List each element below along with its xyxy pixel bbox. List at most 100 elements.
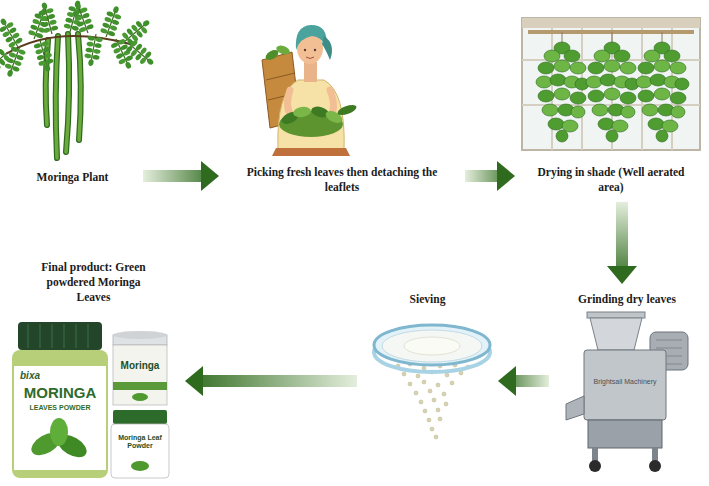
particle: [422, 366, 426, 370]
leg: [592, 448, 598, 462]
leaf-pinna: [83, 33, 104, 68]
process-step: Moringa Plant: [5, 5, 140, 193]
particle: [428, 389, 432, 393]
eye: [304, 49, 306, 51]
machine-body: [584, 350, 666, 420]
mouth: [306, 57, 314, 59]
watermark: Brightsail Machinery: [584, 378, 666, 386]
products: [12, 322, 169, 478]
headscarf-tail: [322, 36, 332, 60]
blouse: [278, 80, 344, 150]
particle: [430, 427, 434, 431]
arrow-head: [607, 266, 637, 284]
arrow-shaft: [616, 202, 628, 268]
woman-picking: [262, 25, 358, 156]
machine-base: [588, 420, 662, 448]
drumstick-pod: [56, 36, 58, 158]
arrow-shaft: [465, 170, 499, 182]
particle: [402, 372, 406, 376]
leaf-pinna: [99, 4, 124, 40]
neck: [304, 62, 317, 82]
leaf-pinna: [36, 1, 59, 36]
arrow-shaft: [514, 375, 549, 387]
outlet-spout: [566, 396, 584, 420]
leaf: [50, 418, 68, 446]
hanging-rod: [528, 30, 694, 34]
particle: [419, 400, 423, 404]
flow-arrow: [143, 161, 219, 191]
jar-label: [14, 366, 106, 470]
process-step: Sieving: [360, 287, 495, 447]
grinder-machine: [566, 312, 688, 472]
drying-room: [522, 18, 700, 150]
leg: [652, 448, 658, 462]
window-mullions: [522, 28, 700, 150]
particle: [432, 398, 436, 402]
product-label: Moringa Leaf Powder: [112, 434, 168, 450]
small-jar-body: [111, 424, 169, 478]
leaf: [292, 106, 311, 119]
roof-beam: [522, 18, 700, 28]
product-label: LEAVES POWDER: [14, 404, 106, 412]
step-caption: Moringa Plant: [9, 170, 137, 185]
leaf-pinna: [0, 15, 25, 51]
arrow-shaft: [143, 170, 203, 182]
hopper: [590, 318, 642, 350]
jar-cap: [18, 322, 102, 350]
arrow-head: [201, 161, 219, 191]
wheel: [649, 460, 661, 472]
flow-arrow: [465, 161, 515, 191]
canister-top: [113, 331, 167, 339]
jar-body: [12, 350, 108, 478]
particle: [445, 373, 449, 377]
canister-band: [113, 382, 167, 390]
flow-arrow: [607, 202, 637, 284]
flow-arrow: [185, 366, 357, 396]
drumstick-pod: [78, 34, 81, 140]
particle: [436, 383, 440, 387]
particle: [427, 418, 431, 422]
leaf-bunch: [586, 32, 639, 142]
sieve-mesh: [382, 330, 482, 362]
step-caption: Drying in shade (Well aerated area): [534, 165, 689, 195]
leaf-pinna: [123, 37, 158, 69]
wheel: [589, 460, 601, 472]
process-step: Drying in shade (Well aerated area): [518, 5, 704, 199]
moringa-plant: [0, 0, 158, 158]
particle: [414, 391, 418, 395]
step-caption: Sieving: [368, 292, 488, 307]
hopper-rim: [587, 312, 645, 318]
drumstick-pod: [78, 34, 81, 140]
drumstick-pod: [46, 40, 48, 125]
leaf: [275, 44, 291, 56]
leaf-pinna: [2, 43, 27, 79]
product-label: MORINGA: [14, 384, 106, 401]
product-label: Moringa: [112, 360, 168, 372]
particle: [408, 382, 412, 386]
headscarf: [296, 25, 327, 50]
particle: [423, 409, 427, 413]
arrow-head: [497, 161, 515, 191]
sieve: [374, 325, 490, 439]
step-caption: Grinding dry leaves: [557, 292, 697, 307]
arrow-head: [185, 366, 203, 396]
drumstick-pod: [66, 34, 69, 152]
eye: [314, 49, 316, 51]
canister-body: [113, 345, 167, 405]
step-caption: Final product: Green powdered Moringa Le…: [29, 260, 159, 305]
particle: [442, 392, 446, 396]
sieve-rim: [374, 325, 490, 365]
particle: [436, 408, 440, 412]
drumstick-pod: [66, 34, 69, 152]
leaf-pinna: [70, 0, 95, 36]
small-jar-lid: [113, 410, 167, 424]
step-caption: Picking fresh leaves then detaching the …: [231, 165, 453, 195]
drumstick-pod: [46, 40, 48, 125]
particle: [416, 374, 420, 378]
leaf-pinna: [0, 46, 13, 78]
skirt: [272, 148, 350, 156]
